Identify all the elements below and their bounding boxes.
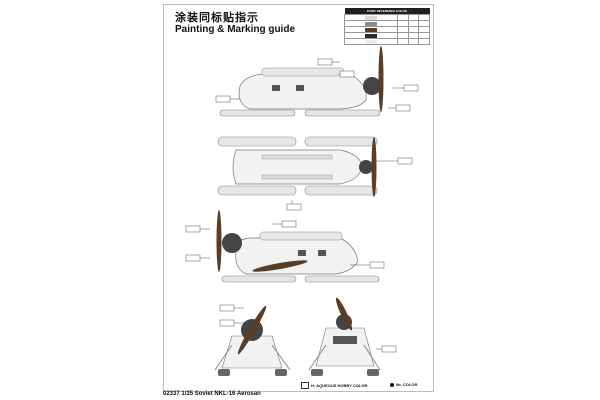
paint-swatch <box>365 33 378 38</box>
paint-reference-table: PAINT REFERENCE COLOR <box>343 8 430 45</box>
side-view-left <box>216 210 380 283</box>
front-view <box>214 305 291 376</box>
title-english: Painting & Marking guide <box>175 24 296 35</box>
legend-box-icon <box>301 382 309 389</box>
paint-swatch <box>365 27 378 32</box>
paint-swatch <box>365 39 378 44</box>
title-chinese: 涂装同标贴指示 <box>175 12 259 24</box>
legend-dot-icon <box>390 382 394 387</box>
rear-view <box>308 297 381 376</box>
paint-swatch <box>365 15 378 20</box>
legend-hobby: H: AQUEOUS HOBBY COLOR <box>301 382 367 389</box>
paint-swatch-cell <box>343 38 399 45</box>
legend-mr: Mr. COLOR <box>390 382 417 387</box>
paint-row <box>343 14 430 21</box>
top-view <box>217 136 378 197</box>
paint-swatch <box>365 21 378 26</box>
paint-callouts <box>185 58 419 353</box>
side-view-right <box>219 46 384 117</box>
legend-mr-label: Mr. COLOR <box>396 382 418 387</box>
paint-code-cell <box>418 38 430 45</box>
kit-footer: 02337 1/35 Soviet NKL-16 Aerosan <box>163 391 261 397</box>
paint-row <box>343 38 430 45</box>
legend-hobby-label: H: AQUEOUS HOBBY COLOR <box>311 383 368 388</box>
paint-table-header: PAINT REFERENCE COLOR <box>344 8 430 15</box>
